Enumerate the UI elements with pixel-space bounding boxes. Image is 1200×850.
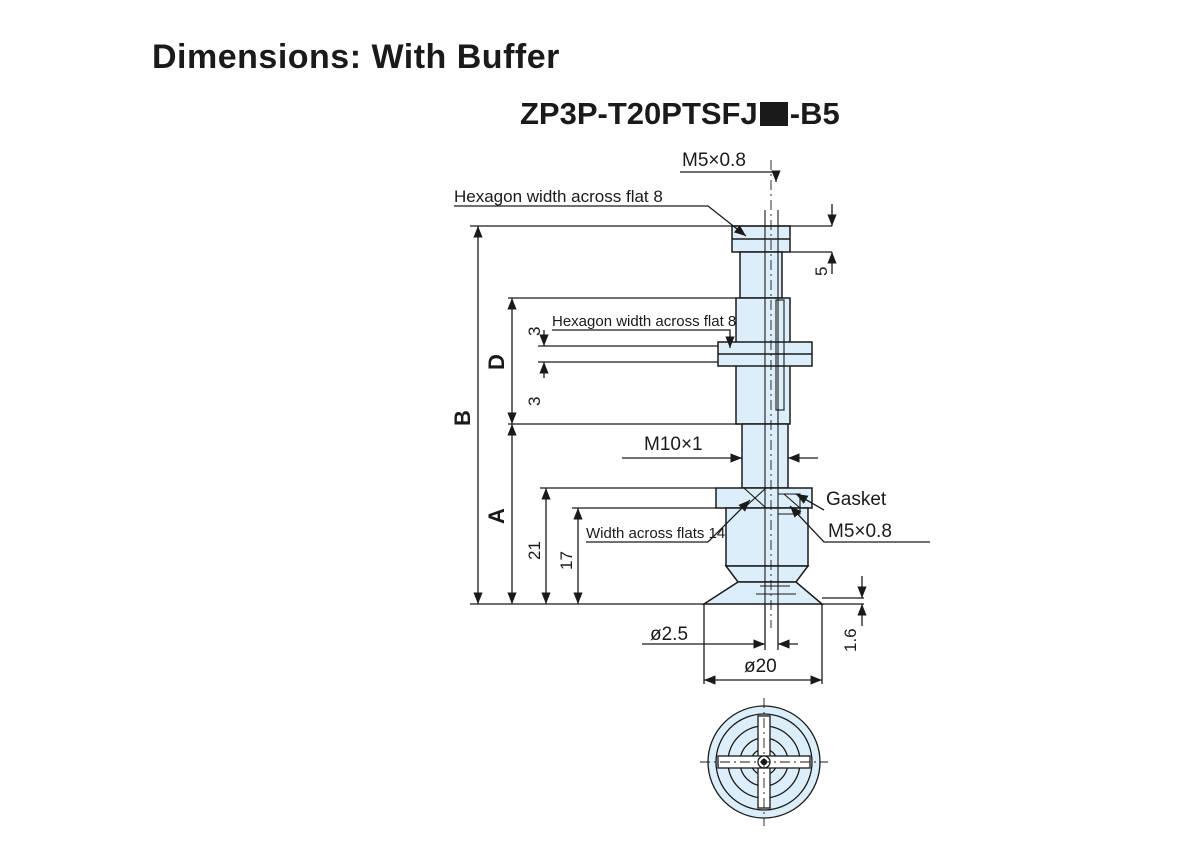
label-width-flats: Width across flats 14 <box>586 525 725 542</box>
page-title: Dimensions: With Buffer <box>152 38 560 76</box>
dim-letter-d: D <box>484 354 509 370</box>
label-hex-top: Hexagon width across flat 8 <box>454 187 663 206</box>
model-suffix: -B5 <box>789 96 840 131</box>
label-thread-mid: M10×1 <box>644 434 703 455</box>
dim-letter-b: B <box>450 410 475 426</box>
vacuum-pad-body <box>701 225 825 605</box>
model-prefix: ZP3P-T20PTSFJ <box>520 96 758 131</box>
dim-letter-a: A <box>484 508 509 524</box>
model-placeholder-box <box>759 102 788 126</box>
dim-nut-upper: 3 <box>525 327 544 336</box>
pad-bottom-view <box>700 698 828 826</box>
dim-nut-lower: 3 <box>525 397 544 406</box>
label-hex-mid: Hexagon width across flat 8 <box>552 313 736 330</box>
dim-17: 17 <box>557 551 576 570</box>
upper-shaft <box>739 251 783 299</box>
adapter-taper <box>724 565 810 583</box>
flats-collar <box>715 487 813 509</box>
adapter <box>725 507 809 567</box>
label-thread-top: M5×0.8 <box>682 150 746 171</box>
dim-21: 21 <box>525 541 544 560</box>
model-number: ZP3P-T20PTSFJ -B5 <box>520 96 840 132</box>
label-dia-small: ø2.5 <box>650 624 688 645</box>
label-thread-bottom: M5×0.8 <box>828 521 892 542</box>
dim-pad: 1.6 <box>841 628 860 652</box>
label-gasket: Gasket <box>826 489 887 510</box>
label-dia-large: ø20 <box>744 656 777 677</box>
pad-skirt <box>701 581 825 605</box>
dim-top-height: 5 <box>812 267 831 276</box>
